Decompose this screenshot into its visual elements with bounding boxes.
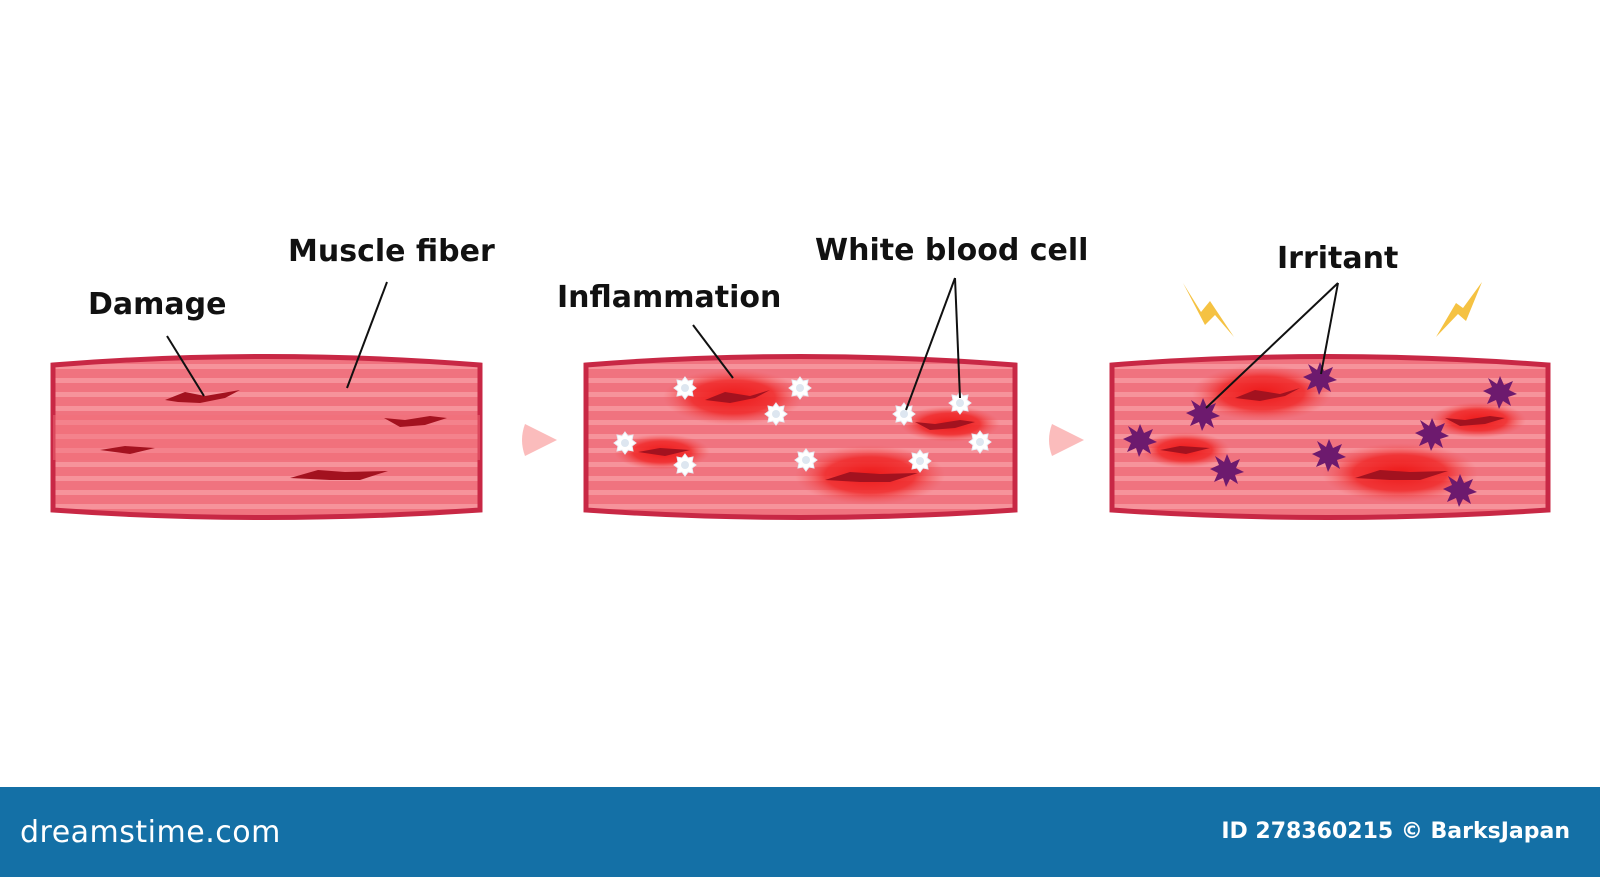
lightning-icon xyxy=(1436,282,1482,337)
damage-mark xyxy=(165,390,240,403)
white-blood-cell xyxy=(764,402,788,426)
muscle-fiber-label: Muscle fiber xyxy=(288,234,495,269)
white-blood-cell xyxy=(673,453,697,477)
damage-mark xyxy=(1160,446,1210,454)
panel-3-irritant xyxy=(1109,282,1551,520)
white-blood-cell-label: White blood cell xyxy=(815,233,1089,268)
irritant-pointer xyxy=(1320,282,1339,375)
damage-mark xyxy=(638,448,690,456)
muscle-fiber-pointer xyxy=(346,281,388,389)
white-blood-cell xyxy=(673,376,697,400)
footer-bar: dreamstime.com ID 278360215 © BarksJapan xyxy=(0,787,1600,877)
damage-mark xyxy=(100,446,155,454)
damage-mark xyxy=(1235,388,1300,401)
damage-pointer xyxy=(166,335,205,397)
damage-mark xyxy=(290,470,388,480)
damage-mark xyxy=(1445,416,1505,426)
muscle-fiber-1 xyxy=(50,354,483,520)
damage-label: Damage xyxy=(88,287,227,322)
lightning-icon xyxy=(1183,283,1234,337)
damage-mark xyxy=(1355,470,1448,480)
brand-logo[interactable]: dreamstime.com xyxy=(20,815,281,850)
white-blood-cell xyxy=(892,402,916,426)
muscle-diagram xyxy=(50,277,1551,520)
inflammation-label: Inflammation xyxy=(557,280,782,315)
irritant-pointer xyxy=(1205,282,1339,409)
white-blood-cell xyxy=(908,449,932,473)
white-blood-cell xyxy=(613,431,637,455)
white-blood-cell xyxy=(794,448,818,472)
white-blood-cell xyxy=(968,430,992,454)
panel-2-inflammation xyxy=(583,277,1018,520)
damage-mark xyxy=(384,416,447,427)
white-blood-cell xyxy=(788,376,812,400)
next-arrow xyxy=(522,424,557,456)
damage-mark xyxy=(915,420,975,430)
next-arrow xyxy=(1049,424,1084,456)
white-blood-cell-pointer xyxy=(905,277,956,411)
damage-mark xyxy=(705,390,770,403)
white-blood-cell-pointer xyxy=(954,277,961,399)
image-id-credit: ID 278360215 © BarksJapan xyxy=(1221,819,1570,844)
irritant-label: Irritant xyxy=(1277,241,1399,276)
inflammation-pointer xyxy=(692,324,734,379)
damage-mark xyxy=(825,472,918,482)
panel-1-damage xyxy=(50,281,483,520)
